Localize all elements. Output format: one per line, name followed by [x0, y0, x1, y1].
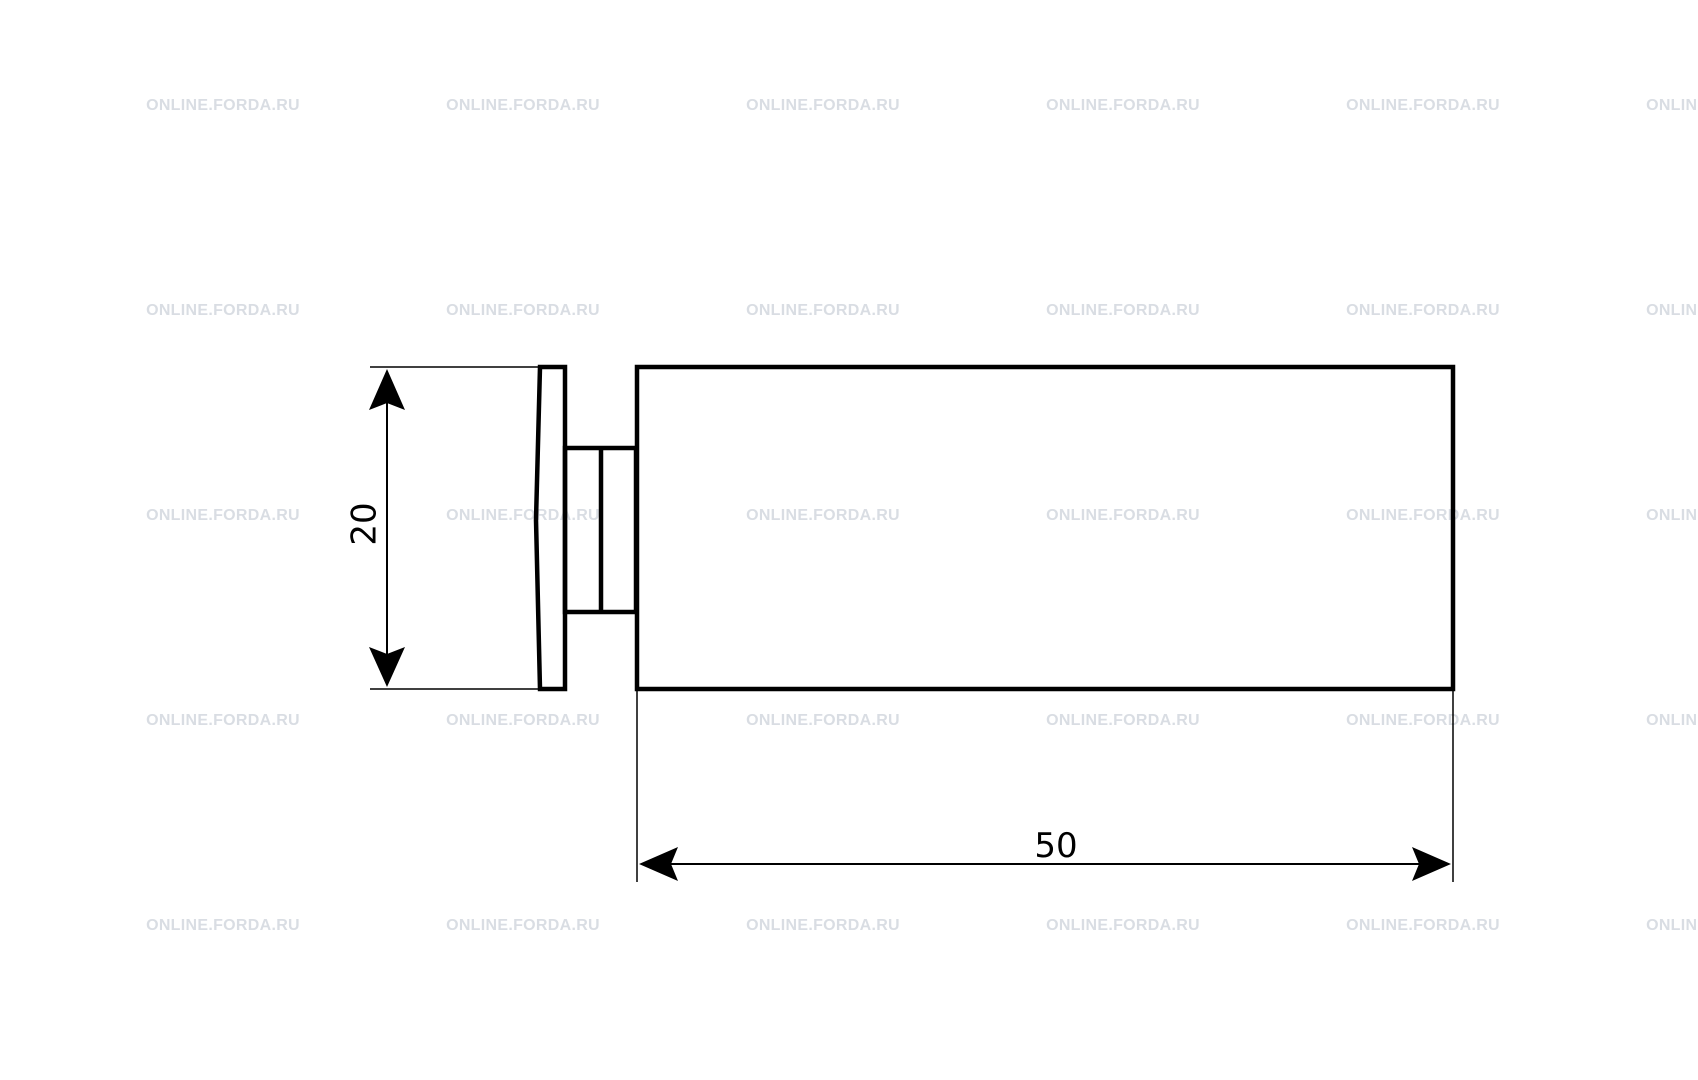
- watermark-text: ONLINE.FORDA.RU: [446, 302, 600, 319]
- watermark-text: ONLINE.FORDA.RU: [146, 97, 300, 114]
- watermark-text: ONLINE.FORDA.RU: [446, 97, 600, 114]
- arrow-up: [369, 369, 405, 410]
- watermark-text: ONLINE.FORDA.RU: [1346, 917, 1500, 934]
- length-dimension: 50: [636, 689, 1454, 882]
- watermark-text: ONLINE.FORDA.RU: [146, 302, 300, 319]
- watermark-text: ONLINE.FORDA.RU: [146, 507, 300, 524]
- watermark-grid: ONLINE.FORDA.RU ONLINE.FORDA.RU ONLINE.FOR…: [146, 97, 1698, 934]
- watermark-text: ONLINE.FORDA.RU: [446, 917, 600, 934]
- watermark-text: ONLINE.FORDA.RU: [1046, 507, 1200, 524]
- watermark-text: ONLINE.FORDA.RU: [446, 507, 600, 524]
- part-drawing: [533, 364, 1456, 692]
- watermark-text: ONLINE.FORDA.RU: [1646, 97, 1698, 114]
- watermark-text: ONLINE.FORDA.RU: [1646, 302, 1698, 319]
- watermark-text: ONLINE.FORDA.RU: [746, 712, 900, 729]
- height-dimension: 20: [345, 366, 540, 690]
- watermark-text: ONLINE.FORDA.RU: [1346, 302, 1500, 319]
- arrow-right: [1412, 847, 1451, 881]
- watermark-text: ONLINE.FORDA.RU: [1046, 917, 1200, 934]
- watermark-text: ONLINE.FORDA.RU: [1046, 97, 1200, 114]
- watermark-text: ONLINE.FORDA.RU: [1646, 712, 1698, 729]
- watermark-text: ONLINE.FORDA.RU: [1046, 302, 1200, 319]
- watermark-text: ONLINE.FORDA.RU: [746, 917, 900, 934]
- watermark-text: ONLINE.FORDA.RU: [146, 712, 300, 729]
- flange-disc: [533, 364, 568, 692]
- watermark-text: ONLINE.FORDA.RU: [746, 507, 900, 524]
- watermark-text: ONLINE.FORDA.RU: [1346, 507, 1500, 524]
- watermark-text: ONLINE.FORDA.RU: [1346, 712, 1500, 729]
- watermark-text: ONLINE.FORDA.RU: [1646, 507, 1698, 524]
- watermark-text: ONLINE.FORDA.RU: [746, 97, 900, 114]
- height-dimension-label: 20: [345, 502, 385, 545]
- watermark-text: ONLINE.FORDA.RU: [446, 712, 600, 729]
- watermark-text: ONLINE.FORDA.RU: [746, 302, 900, 319]
- main-body: [634, 364, 1456, 692]
- arrow-left: [639, 847, 678, 881]
- watermark-text: ONLINE.FORDA.RU: [1046, 712, 1200, 729]
- length-dimension-label: 50: [1034, 826, 1077, 866]
- arrow-down: [369, 647, 405, 687]
- watermark-text: ONLINE.FORDA.RU: [1646, 917, 1698, 934]
- watermark-text: ONLINE.FORDA.RU: [1346, 97, 1500, 114]
- watermark-text: ONLINE.FORDA.RU: [146, 917, 300, 934]
